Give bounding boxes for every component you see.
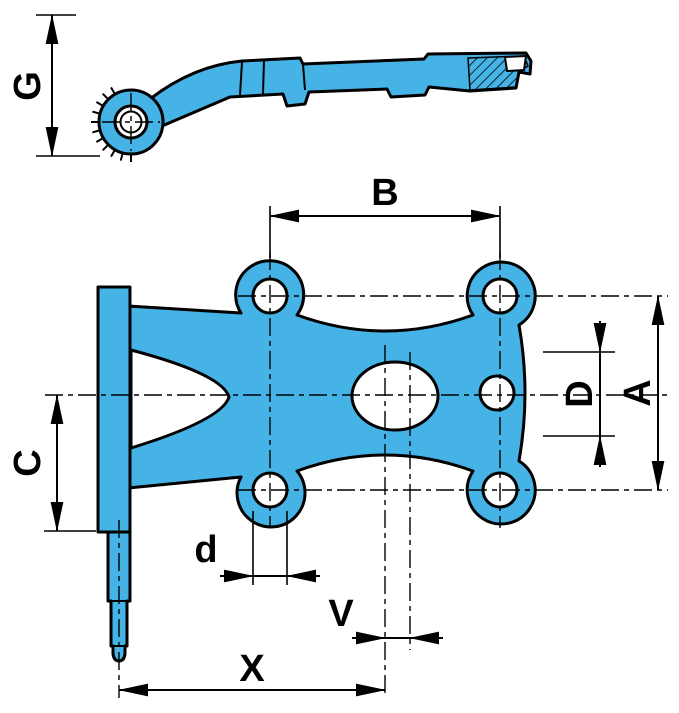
dimension-X-label: X [239, 648, 265, 690]
dimension-X: X [118, 648, 386, 697]
side-round-hole [478, 374, 516, 412]
front-view [96, 259, 537, 663]
dimension-B-label: B [371, 172, 398, 214]
dimension-d: d [194, 511, 320, 585]
dimension-C: C [7, 394, 96, 532]
side-view [91, 51, 533, 162]
front-view-mount-bar [96, 285, 132, 534]
center-slot-hole [350, 360, 440, 432]
dimension-d-label: d [194, 529, 217, 571]
side-view-end-notch [503, 54, 528, 73]
dimension-A-label: A [617, 379, 659, 406]
side-view-bore-centerlines [102, 93, 160, 151]
dimension-A: A [617, 295, 665, 491]
dimension-V-label: V [328, 593, 354, 635]
side-view-detail-lines [239, 59, 306, 96]
dimension-D: D [543, 321, 615, 467]
dimension-G: G [7, 14, 100, 157]
dimension-D-label: D [559, 380, 601, 407]
dimension-V: V [328, 593, 443, 645]
dimension-C-label: C [7, 449, 49, 476]
dimension-B: B [269, 172, 501, 258]
centerlines [45, 252, 670, 698]
side-view-knurl-ticks [91, 86, 132, 162]
dimension-G-label: G [7, 71, 49, 101]
front-view-plate [126, 259, 537, 529]
side-view-arm-profile [148, 51, 533, 131]
